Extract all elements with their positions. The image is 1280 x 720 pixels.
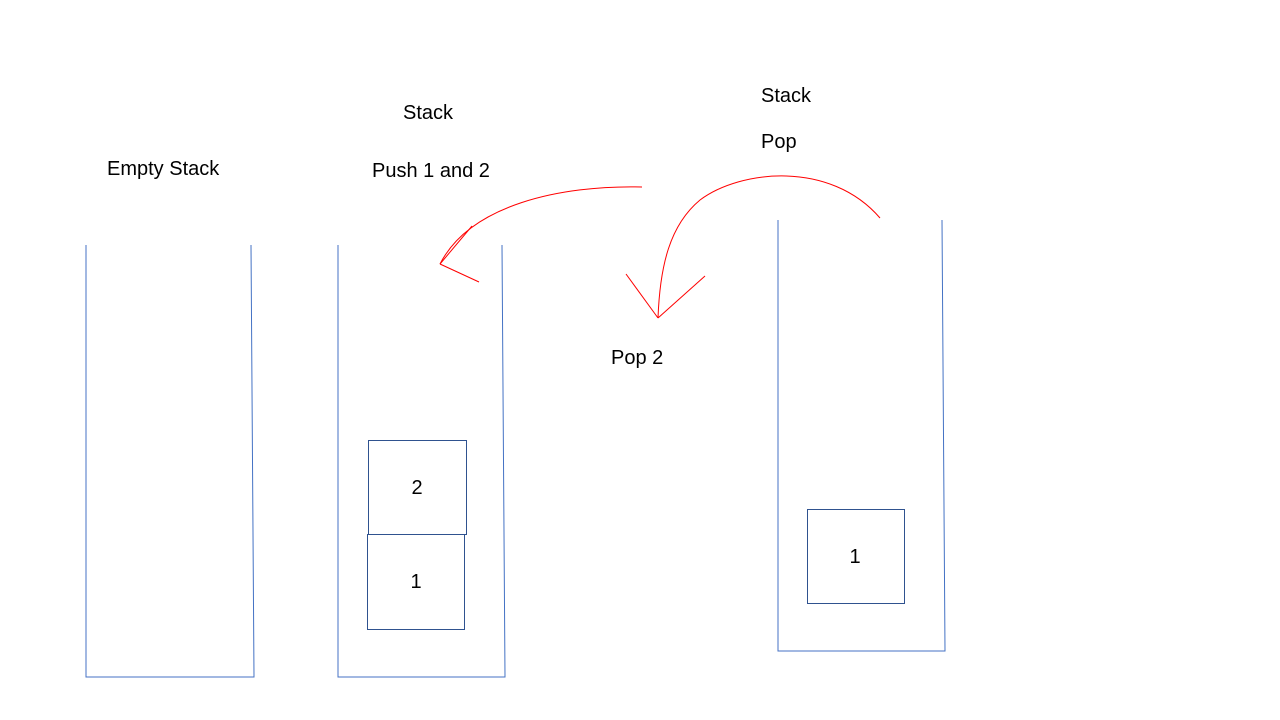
pop-arrow — [625, 175, 881, 319]
pop-stack-title: Stack — [761, 85, 812, 107]
empty-stack-container — [85, 244, 255, 678]
pop-stack-caption: Pop — [761, 131, 797, 153]
pop-arrow-head-right — [657, 275, 706, 319]
push-stack-title: Stack — [403, 102, 454, 124]
push-arrow-head-top — [439, 225, 473, 265]
push-stack-item-1-label: 1 — [410, 571, 422, 593]
pop-stack-item-1 — [807, 509, 905, 604]
push-arrow — [439, 186, 643, 283]
empty-stack-label: Empty Stack — [107, 158, 220, 180]
pop-stack-container — [777, 219, 946, 652]
pop-arrow-head-left — [625, 273, 659, 319]
push-stack-caption: Push 1 and 2 — [372, 160, 490, 182]
push-stack-item-2-label: 2 — [411, 477, 423, 499]
pop-value-label: Pop 2 — [611, 347, 664, 369]
push-stack-item-2 — [368, 440, 467, 535]
pop-stack-item-1-label: 1 — [849, 546, 861, 568]
pop-arrow-curve — [657, 175, 881, 319]
push-stack-container — [337, 244, 506, 678]
push-arrow-curve — [439, 186, 643, 265]
push-stack-item-1 — [367, 534, 465, 630]
push-arrow-head-bottom — [439, 263, 480, 283]
